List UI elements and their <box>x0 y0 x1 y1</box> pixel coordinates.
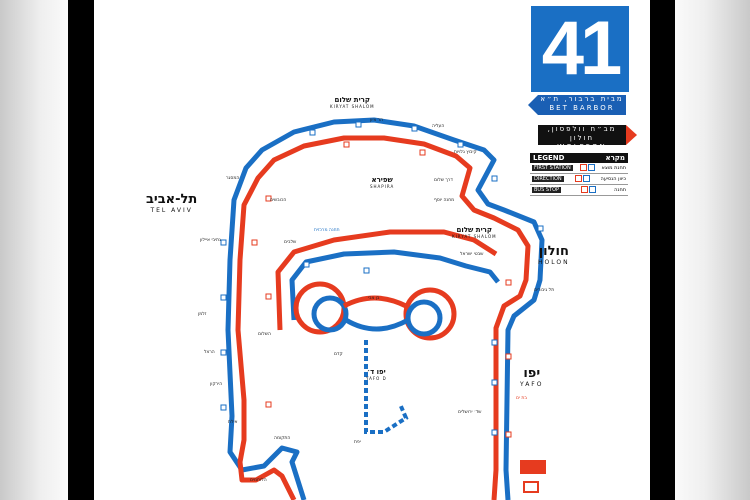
background-right <box>675 0 750 500</box>
legend-row: DIRECTION כיוון הנסיעה <box>530 174 628 185</box>
street-label: שלבים <box>284 240 297 245</box>
street-label: קיבוץ גלויות <box>454 150 477 155</box>
frame-left <box>68 0 94 500</box>
legend-title-he: מקרא <box>605 154 625 162</box>
street-label: יפת <box>354 440 361 445</box>
legend-row-he: תחנת מוצא <box>601 165 627 171</box>
street-label: השלום <box>258 332 271 337</box>
legend-row: BUS STOP תחנה <box>530 185 628 196</box>
operator-logo-mark <box>520 460 546 474</box>
legend-header: LEGEND מקרא <box>530 153 628 163</box>
street-label: בת ים <box>516 396 527 401</box>
city-yafo-en: YAFO <box>520 381 544 388</box>
street-label: זלמן <box>198 312 207 317</box>
blue-dashed-branch <box>364 340 409 434</box>
legend-row-he: כיוון הנסיעה <box>600 176 626 182</box>
street-label: מחנה יוסף <box>434 198 455 203</box>
street-label: קדם <box>334 352 343 357</box>
area-yafo-d-en: YAFO D <box>366 376 387 381</box>
area-kiryat-shalom-top: קרית שלום KIRYAT SHALOM <box>330 96 375 109</box>
route-number-badge: 41 <box>531 6 629 92</box>
area-yafo-d: יפו ד׳ YAFO D <box>366 368 387 381</box>
frame-right <box>650 0 675 500</box>
area-kiryat-shalom-mid: קרית שלום KIRYAT SHALOM <box>452 226 497 239</box>
street-label: נתיבי איילון <box>200 238 221 243</box>
bus-stop-icon <box>580 185 588 193</box>
map-legend: LEGEND מקרא FIRST STATION תחנת מוצא DIRE… <box>530 153 628 196</box>
bus-stops-blue <box>220 121 544 436</box>
street-label: תחנה מרכזית <box>314 228 340 233</box>
area-kiryat-shalom-mid-en: KIRYAT SHALOM <box>452 234 497 239</box>
area-kiryat-shalom-top-he: קרית שלום <box>334 96 371 104</box>
red-loop-line <box>275 229 498 331</box>
city-tel-aviv: תל-אביב TEL AVIV <box>146 192 197 214</box>
street-label: תל גיבורים <box>534 288 555 293</box>
first-station-icon <box>580 163 588 171</box>
legend-row-he: תחנה <box>614 187 626 193</box>
city-holon-he: חולון <box>538 244 569 259</box>
dest-tlv-he: מבית ברבור, ת״א <box>540 95 624 103</box>
direction-arrow-holon-icon <box>626 125 637 145</box>
area-shapira-en: SHAPIRA <box>370 184 395 189</box>
route-map-svg <box>220 117 546 500</box>
street-label: הירקון <box>210 382 223 387</box>
legend-row: FIRST STATION תחנת מוצא <box>530 163 628 174</box>
city-holon-en: HOLON <box>538 259 570 266</box>
area-shapira-he: שפירא <box>371 176 393 184</box>
street-label: שד׳ ירושלים <box>458 410 482 415</box>
street-label: הר ציון <box>370 118 384 123</box>
destination-holon: מב״ח וולפסון, חולון WOLFSON HOSPITAL <box>538 125 626 160</box>
street-label: הלוחמים <box>250 478 267 483</box>
blue-bridge <box>344 317 410 332</box>
blue-circle-right <box>405 299 443 337</box>
red-bridge <box>342 295 408 309</box>
street-label: המסגר <box>226 176 240 181</box>
direction-icon <box>583 174 591 182</box>
blue-loop-line <box>289 249 500 321</box>
legend-row-en: DIRECTION <box>532 176 564 182</box>
area-yafo-d-he: יפו ד׳ <box>366 368 386 376</box>
city-tel-aviv-he: תל-אביב <box>146 192 198 207</box>
dest-holon-he: מב״ח וולפסון, חולון <box>547 125 617 142</box>
direction-icon <box>575 174 583 182</box>
bus-stops-red <box>251 141 512 438</box>
area-kiryat-shalom-top-en: KIRYAT SHALOM <box>330 104 375 109</box>
background-left <box>0 0 68 500</box>
direction-arrow-tel-aviv-icon <box>528 95 538 115</box>
red-route-line <box>235 135 531 500</box>
street-label: דרך שלום <box>434 178 453 183</box>
first-station-icon <box>588 163 596 171</box>
city-tel-aviv-en: TEL AVIV <box>150 207 193 214</box>
street-label: הכובשים <box>270 198 287 203</box>
legend-row-en: FIRST STATION <box>532 165 573 171</box>
street-label: הרצל <box>204 350 215 355</box>
street-label: שבטי ישראל <box>460 252 484 257</box>
legend-row-en: BUS STOP <box>532 187 562 193</box>
blue-circle-left <box>311 295 349 333</box>
city-yafo: יפו YAFO <box>520 366 543 388</box>
city-yafo-he: יפו <box>523 366 541 381</box>
street-label: התקומה <box>274 436 291 441</box>
street-label: בן צבי <box>368 296 380 301</box>
area-shapira: שפירא SHAPIRA <box>370 176 394 189</box>
dest-tlv-en: BET BARBOR <box>549 104 615 112</box>
route-map-poster: 41 מבית ברבור, ת״א BET BARBOR מב״ח וולפס… <box>94 0 650 500</box>
street-label: אילת <box>228 420 238 425</box>
area-kiryat-shalom-mid-he: קרית שלום <box>456 226 493 234</box>
street-label: העליה <box>432 124 445 129</box>
city-holon: חולון HOLON <box>538 244 570 266</box>
destination-tel-aviv: מבית ברבור, ת״א BET BARBOR <box>538 95 626 115</box>
legend-title-en: LEGEND <box>533 154 565 162</box>
bus-stop-icon <box>588 185 596 193</box>
